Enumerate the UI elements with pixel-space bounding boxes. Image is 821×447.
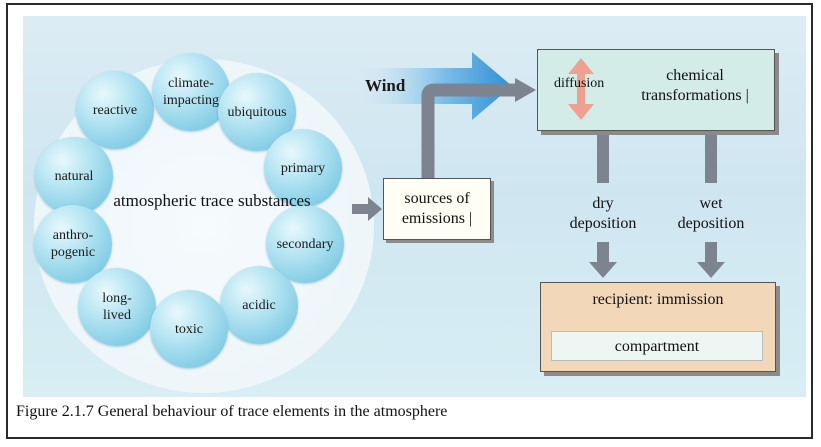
bubble-label: reactive xyxy=(92,102,138,118)
bubble-label: toxic xyxy=(175,321,203,337)
chemical-title: chemical transformations | xyxy=(641,67,749,104)
dry-deposition-label: dry deposition xyxy=(569,195,637,232)
sources-label: sources of emissions | xyxy=(401,190,473,227)
recipient-title: recipient: immission xyxy=(592,291,724,308)
bubble-label: anthro-pogenic xyxy=(50,228,96,260)
dry-arrow-shaft-bottom xyxy=(597,242,609,264)
bubble-label: natural xyxy=(54,168,94,184)
bubble-label: primary xyxy=(280,160,326,176)
bubble-reactive: reactive xyxy=(76,71,154,149)
bubble-secondary: secondary xyxy=(266,205,344,283)
bubble-label: long-lived xyxy=(102,291,132,323)
arrow-head-chemical xyxy=(515,78,536,102)
wet-deposition-label: wet deposition xyxy=(677,195,745,232)
wind-label: Wind xyxy=(365,76,406,95)
wet-arrow-shaft-bottom xyxy=(705,242,717,264)
figure-caption: Figure 2.1.7 General behaviour of trace … xyxy=(16,403,448,420)
bubble-label: acidic xyxy=(242,297,276,313)
chemical-transformations-box: diffusion chemical transformations | xyxy=(537,49,775,131)
sources-box: sources of emissions | xyxy=(383,178,491,240)
bubble-primary: primary xyxy=(264,129,342,207)
bubble-label: ubiquitous xyxy=(227,104,287,120)
diffusion-label: diffusion xyxy=(554,76,605,91)
bubble-label: climate-impacting xyxy=(163,76,219,108)
arrow-to-sources xyxy=(352,197,382,221)
bubble-climate-impacting: climate-impacting xyxy=(152,53,230,131)
compartment-box: compartment xyxy=(551,331,763,361)
diffusion-arrow-icon xyxy=(568,58,594,120)
bubble-toxic: toxic xyxy=(150,290,228,368)
recipient-box: recipient: immission compartment xyxy=(540,282,776,372)
center-label: atmospheric trace substances xyxy=(113,191,311,210)
dry-arrow-shaft-top xyxy=(597,131,609,183)
wet-arrow-shaft-top xyxy=(705,131,717,183)
dry-arrow-head xyxy=(589,262,617,278)
bubble-label: secondary xyxy=(276,236,334,252)
bubble-long-lived: long-lived xyxy=(78,268,156,346)
bubble-anthropogenic: anthro-pogenic xyxy=(34,205,112,283)
wet-arrow-head xyxy=(697,262,725,278)
bubble-acidic: acidic xyxy=(220,266,298,344)
bubble-natural: natural xyxy=(35,137,113,215)
arrow-sources-to-chemical xyxy=(421,83,517,178)
